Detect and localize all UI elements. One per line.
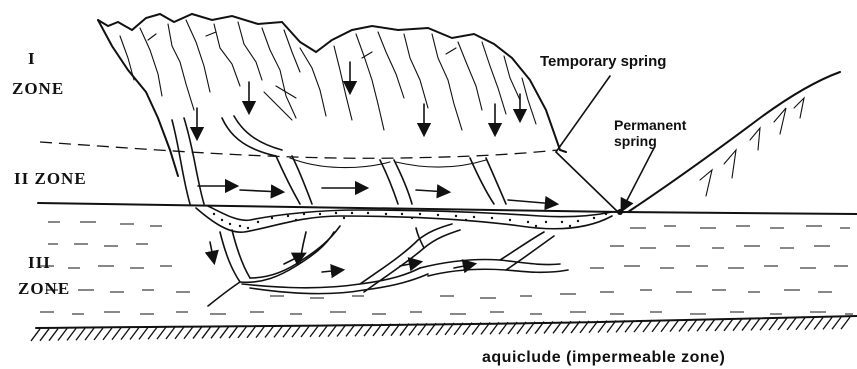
flow-arrows-zone3: [210, 242, 474, 272]
aquiclude-hatch-mark: [733, 319, 742, 331]
aquiclude-hatch-mark: [274, 325, 283, 337]
aquiclude-hatch-mark: [760, 318, 769, 330]
aquiclude-hatch-mark: [103, 328, 112, 340]
aquiclude-hatch-mark: [184, 327, 193, 339]
mountain-outline: [98, 14, 566, 176]
aquiclude-hatch-mark: [805, 318, 814, 330]
aquiclude-hatch-mark: [724, 319, 733, 331]
aquiclude-hatch-mark: [76, 328, 85, 340]
aquiclude-hatch-mark: [130, 327, 139, 339]
aquiclude-hatch-mark: [265, 326, 274, 338]
aquiclude-hatch-mark: [85, 328, 94, 340]
aquiclude-hatch-mark: [112, 328, 121, 340]
aquiclude-hatch-mark: [193, 327, 202, 339]
zone2-conduits: [172, 116, 506, 204]
aquiclude-hatch-mark: [778, 318, 787, 330]
zone1-word-label: ZONE: [12, 79, 64, 98]
aquiclude-hatch-mark: [292, 325, 301, 337]
aquiclude-hatch-mark: [220, 326, 229, 338]
aquiclude-hatch-mark: [832, 317, 841, 329]
aquiclude-hatch-mark: [706, 319, 715, 331]
aquiclude-hatch-mark: [283, 325, 292, 337]
aquiclude-hatch-mark: [769, 318, 778, 330]
aquiclude-hatch-mark: [148, 327, 157, 339]
temporary-spring-label: Temporary spring: [540, 53, 666, 70]
aquiclude-hatch-mark: [679, 319, 688, 331]
aquiclude-hatch-mark: [742, 319, 751, 331]
aquiclude-hatch-mark: [247, 326, 256, 338]
zone3-roman-label: III: [28, 253, 51, 272]
aquiclude-hatch-mark: [67, 328, 76, 340]
aquiclude-hatch-mark: [40, 329, 49, 341]
aquiclude-hatch-mark: [670, 320, 679, 332]
aquiclude-hatch-mark: [823, 317, 832, 329]
aquiclude-hatch-mark: [697, 319, 706, 331]
aquiclude-hatch-mark: [256, 326, 265, 338]
saturated-zone-dashes: [40, 222, 853, 314]
aquiclude-hatch-mark: [841, 317, 850, 329]
aquiclude-hatch-mark: [751, 318, 760, 330]
aquiclude-hatch-mark: [49, 329, 58, 341]
aquiclude-hatch-mark: [94, 328, 103, 340]
permanent-spring-point: [617, 209, 623, 215]
aquiclude-hatch-mark: [238, 326, 247, 338]
permanent-spring-label-line1: Permanent: [614, 117, 687, 133]
aquiclude-hatch-mark: [139, 327, 148, 339]
aquiclude-hatch-mark: [211, 326, 220, 338]
right-hill: [628, 72, 840, 212]
aquiclude-hatching: [31, 316, 857, 341]
aquiclude-hatch-mark: [688, 319, 697, 331]
zone2-label: II ZONE: [14, 169, 87, 188]
aquiclude-hatch-mark: [814, 317, 823, 329]
zone3-conduits: [208, 224, 568, 306]
aquiclude-hatch-mark: [175, 327, 184, 339]
aquiclude-hatch-mark: [58, 329, 67, 341]
permanent-spring-label-line2: spring: [614, 133, 657, 149]
water-table-line: [38, 203, 857, 214]
aquiclude-hatch-mark: [796, 318, 805, 330]
aquiclude-hatch-mark: [166, 327, 175, 339]
aquiclude-label: aquiclude (impermeable zone): [482, 349, 725, 366]
aquiclude-hatch-mark: [157, 327, 166, 339]
percolation-arrows-zone1: [197, 62, 520, 138]
rock-fractures: [120, 20, 536, 130]
aquiclude-hatch-mark: [301, 325, 310, 337]
zone1-roman-label: I: [28, 49, 36, 68]
aquiclude-hatch-mark: [715, 319, 724, 331]
aquiclude-hatch-mark: [202, 326, 211, 338]
zone1-zone2-boundary: [40, 142, 558, 158]
zone3-word-label: ZONE: [18, 279, 70, 298]
aquiclude-hatch-mark: [229, 326, 238, 338]
aquiclude-hatch-mark: [787, 318, 796, 330]
aquiclude-hatch-mark: [121, 328, 130, 340]
aquiclude-hatch-mark: [31, 329, 40, 341]
